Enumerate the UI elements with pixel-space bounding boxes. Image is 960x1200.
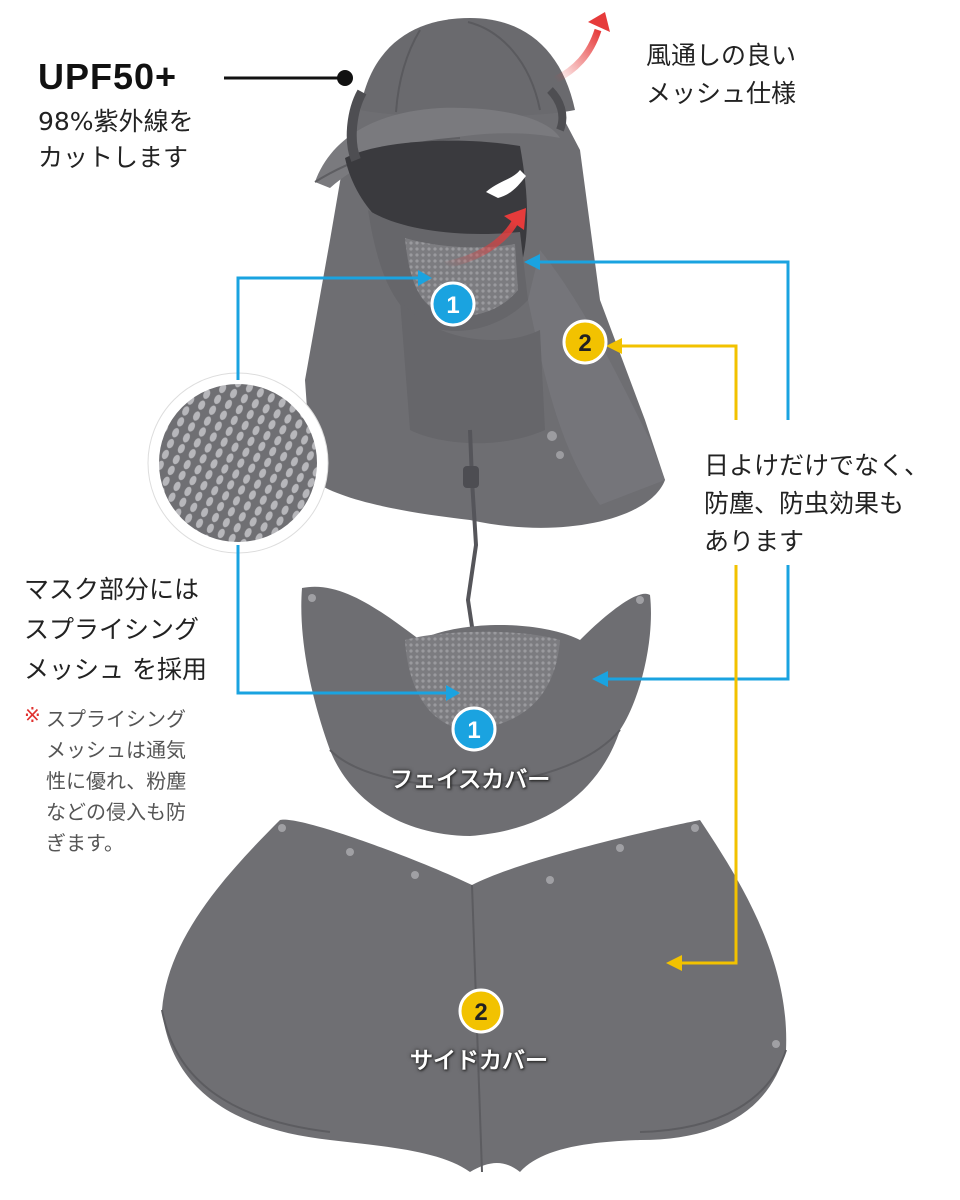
note-line5: ぎます。 [46, 831, 124, 855]
upf-desc-line2: カットします [38, 143, 189, 172]
upf-title: UPF50+ [38, 56, 178, 97]
note-line4: などの侵入も防 [46, 800, 186, 824]
mask-callout-line2: スプライシング [24, 615, 200, 644]
upf-desc-line1: 98%紫外線を [38, 107, 194, 136]
mesh-callout-line2: メッシュ仕様 [646, 79, 797, 108]
hat-illustration [305, 12, 665, 641]
sun-callout-line1: 日よけだけでなく、 [704, 451, 930, 480]
face-cover-label: フェイスカバー [390, 767, 551, 793]
mask-callout-line3: メッシュ を採用 [24, 655, 207, 684]
mesh-closeup [147, 372, 329, 554]
yellow-side-connector [622, 344, 738, 965]
badge-1-top-number: 1 [446, 292, 459, 319]
badge-1-face-number: 1 [467, 717, 480, 744]
badge-1-top: 1 [430, 281, 476, 327]
side-cover-label: サイドカバー [410, 1048, 548, 1074]
note-line1: スプライシング [46, 707, 186, 731]
mask-callout-line1: マスク部分には [24, 575, 200, 604]
note-line3: 性に優れ、粉塵 [46, 769, 187, 793]
badge-1-face: 1 [451, 706, 497, 752]
upf-pointer-dot [337, 70, 353, 86]
badge-2-side-number: 2 [474, 999, 487, 1026]
blue-arrowhead [446, 685, 460, 701]
blue-mesh-connector [236, 260, 790, 695]
yellow-arrowhead [666, 955, 682, 971]
note-mark: ※ [24, 703, 41, 727]
sun-callout-line2: 防塵、防虫効果も [704, 489, 905, 518]
badge-2-top: 2 [562, 319, 608, 365]
sun-callout-line3: あります [704, 527, 805, 556]
yellow-arrowhead [606, 338, 622, 354]
mesh-callout-line1: 風通しの良い [646, 41, 797, 70]
note-line2: メッシュは通気 [46, 738, 186, 762]
badge-2-top-number: 2 [578, 330, 591, 357]
badge-2-side: 2 [458, 988, 504, 1034]
blue-arrowhead [524, 254, 540, 270]
blue-arrowhead [592, 671, 608, 687]
blue-arrowhead [418, 270, 432, 286]
